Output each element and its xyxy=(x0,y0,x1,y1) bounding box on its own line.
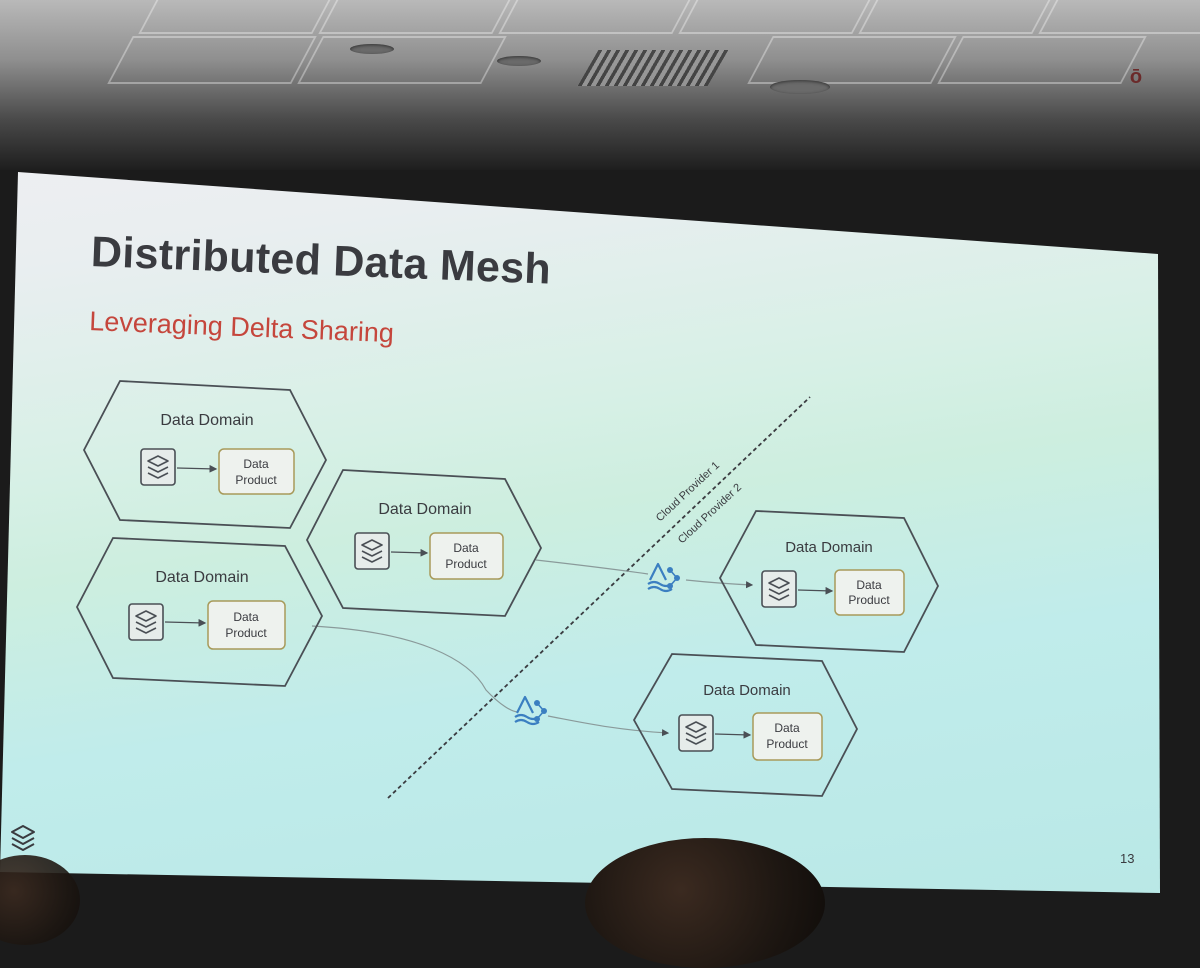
share-connection-line xyxy=(685,579,754,589)
databricks-logo-icon xyxy=(11,825,35,851)
domain-label: Data Domain xyxy=(155,569,248,586)
ceiling-tile xyxy=(937,36,1147,84)
delta-sharing-icon xyxy=(646,562,682,593)
data-product-label: Product xyxy=(235,473,277,487)
domain-hexagon xyxy=(632,653,859,797)
domain-hexagon xyxy=(305,469,543,617)
ceiling-tile xyxy=(498,0,696,34)
exit-sign: ō xyxy=(1129,66,1143,88)
layers-stack-icon xyxy=(140,448,176,486)
data-product-box xyxy=(207,600,286,650)
domain-label: Data Domain xyxy=(378,501,471,518)
data-domain: Data Domain Data Product xyxy=(632,653,859,797)
ceiling-tile xyxy=(318,0,516,34)
ceiling-vent xyxy=(577,50,729,86)
ceiling-tile xyxy=(107,36,317,84)
data-product-label: Product xyxy=(225,626,267,640)
data-product-label: Product xyxy=(445,557,487,571)
domain-hexagon xyxy=(718,510,940,653)
layers-stack-icon xyxy=(128,603,164,641)
slide-page-number: 13 xyxy=(1120,851,1135,866)
flow-arrow xyxy=(797,586,834,595)
data-product-label: Data xyxy=(856,578,882,592)
layers-stack-icon xyxy=(761,570,797,608)
data-product-label: Data xyxy=(774,721,800,735)
data-product-box xyxy=(752,712,823,761)
share-connection-line xyxy=(311,625,519,713)
domain-hexagon xyxy=(75,537,324,687)
domain-label: Data Domain xyxy=(703,682,791,699)
ceiling-tile xyxy=(138,0,336,34)
ceiling-tile xyxy=(1038,0,1200,34)
ceiling-light xyxy=(350,44,394,54)
room-ceiling: ō xyxy=(0,0,1200,170)
layers-stack-icon xyxy=(678,714,714,752)
flow-arrow xyxy=(164,618,207,627)
domain-label: Data Domain xyxy=(785,539,873,556)
data-product-label: Data xyxy=(233,610,259,624)
share-connection-line xyxy=(547,715,670,737)
data-product-box xyxy=(218,448,295,495)
ceiling-tile xyxy=(858,0,1056,34)
layers-stack-icon xyxy=(354,532,390,570)
audience-head xyxy=(585,838,825,968)
domain-hexagon xyxy=(82,380,328,529)
data-product-label: Product xyxy=(848,593,890,607)
data-mesh-diagram: Cloud Provider 1 Cloud Provider 2 Data D… xyxy=(75,380,940,799)
data-product-label: Data xyxy=(453,541,479,555)
ceiling-tile xyxy=(747,36,957,84)
cloud-boundary-line xyxy=(387,396,811,799)
flow-arrow xyxy=(390,548,429,557)
data-product-box xyxy=(834,569,905,616)
ceiling-tile xyxy=(297,36,507,84)
data-domain: Data Domain Data Product xyxy=(75,537,324,687)
domain-label: Data Domain xyxy=(160,412,253,429)
data-product-label: Data xyxy=(243,457,269,471)
flow-arrow xyxy=(176,464,218,473)
projector-screen: Distributed Data Mesh Leveraging Delta S… xyxy=(0,172,1160,893)
data-domain: Data Domain Data Product xyxy=(718,510,940,653)
data-product-label: Product xyxy=(766,737,808,751)
ceiling-tile xyxy=(678,0,876,34)
share-connection-line xyxy=(535,559,649,575)
data-domain: Data Domain Data Product xyxy=(82,380,328,529)
ceiling-light xyxy=(770,80,830,94)
data-domain: Data Domain Data Product xyxy=(305,469,543,617)
data-product-box xyxy=(429,532,504,580)
delta-sharing-icon xyxy=(513,695,549,726)
flow-arrow xyxy=(714,730,752,739)
ceiling-light xyxy=(497,56,541,66)
